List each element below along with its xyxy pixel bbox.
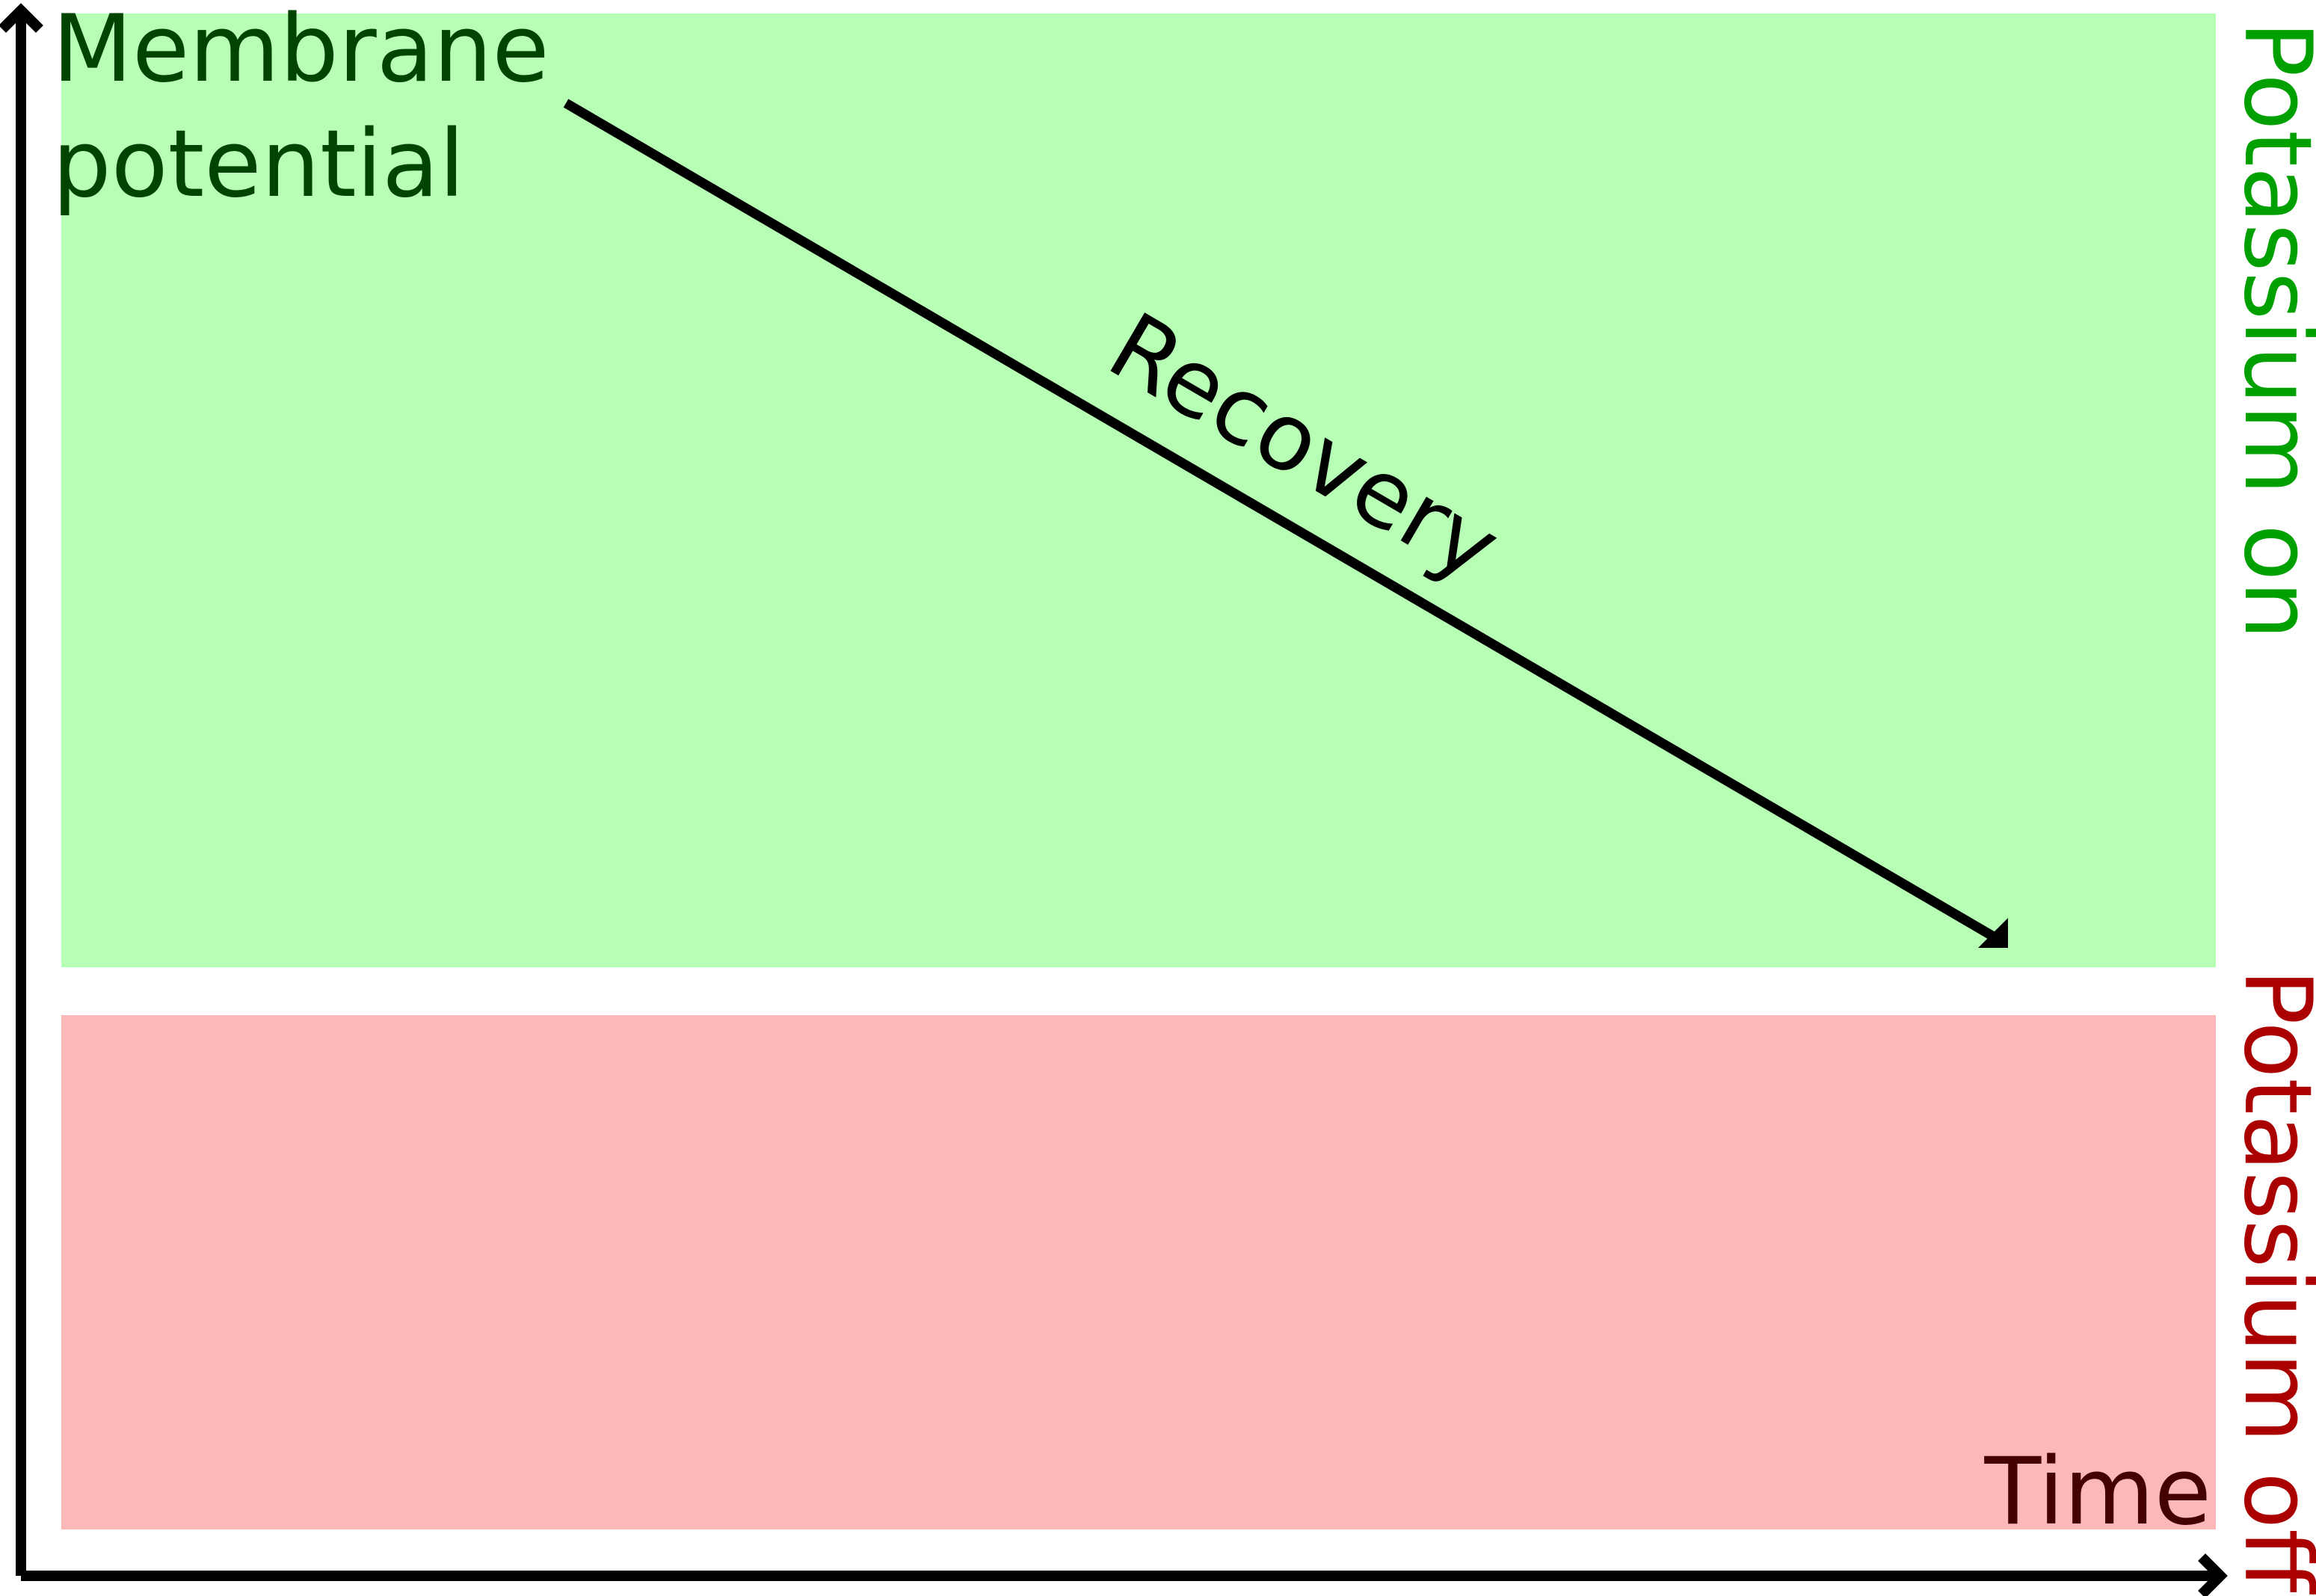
potassium-off-label: Potassium off: [2223, 969, 2316, 1595]
y-axis-label-line2: potential: [52, 111, 465, 218]
potassium-on-region: [61, 13, 2216, 967]
axes: [0, 3, 2228, 1596]
recovery-arrow: [563, 99, 2008, 948]
potassium-on-label: Potassium on: [2223, 21, 2316, 640]
y-axis-label-line1: Membrane: [52, 0, 549, 103]
x-axis-arrowhead-icon: [2198, 1553, 2228, 1596]
recovery-arrow-line: [563, 99, 2001, 943]
x-axis-label: Time: [1984, 1438, 2211, 1546]
recovery-arrowhead-icon: [1978, 918, 2008, 948]
potassium-off-region: [61, 1015, 2216, 1529]
y-axis-arrowhead-icon: [0, 3, 43, 33]
